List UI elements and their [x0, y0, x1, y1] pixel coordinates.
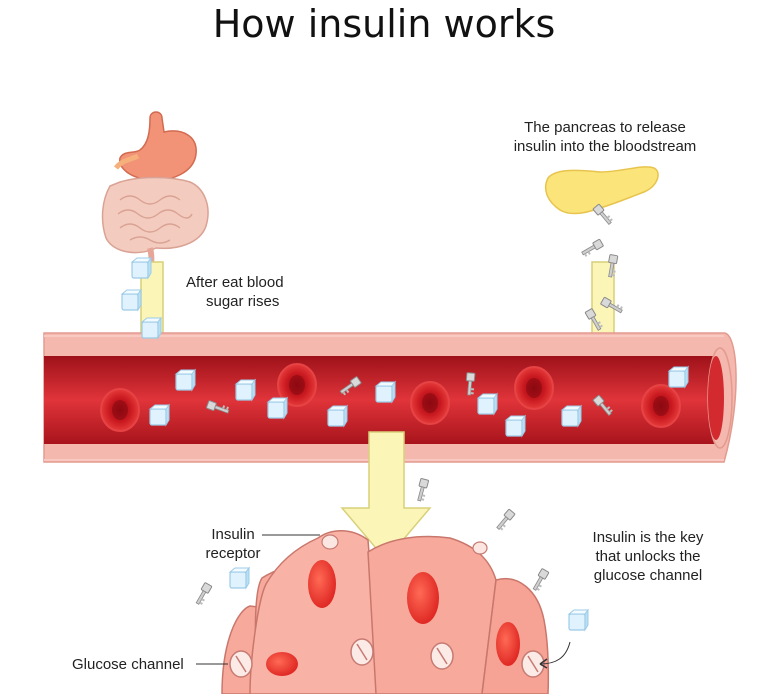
- pancreas-label: The pancreas to release insulin into the…: [495, 118, 715, 156]
- pancreas-label-line: insulin into the bloodstream: [513, 138, 697, 155]
- key-label-line: that unlocks the: [595, 548, 701, 565]
- intestine-icon: [101, 176, 209, 271]
- receptor-label-line: receptor: [205, 545, 261, 562]
- stomach-icon: [114, 111, 197, 181]
- key-label-line: Insulin is the key: [592, 529, 704, 546]
- digestion-label-line: After eat blood: [186, 274, 284, 291]
- receptor-label: Insulin receptor: [200, 525, 266, 563]
- pancreas-label-line: The pancreas to release: [524, 119, 686, 136]
- pancreas-icon: [544, 166, 659, 215]
- cell-arrow: [340, 431, 432, 562]
- diagram-title: How insulin works: [212, 2, 556, 46]
- receptor-label-line: Insulin: [211, 526, 255, 543]
- key-label: Insulin is the key that unlocks the gluc…: [568, 528, 728, 585]
- digestion-label: After eat blood sugar rises: [186, 273, 284, 311]
- digestion-label-line: sugar rises: [206, 293, 280, 310]
- glucose-channel-label: Glucose channel: [72, 656, 184, 673]
- label-leaders: [196, 534, 571, 669]
- key-label-line: glucose channel: [593, 567, 703, 584]
- body-cells: [221, 530, 550, 695]
